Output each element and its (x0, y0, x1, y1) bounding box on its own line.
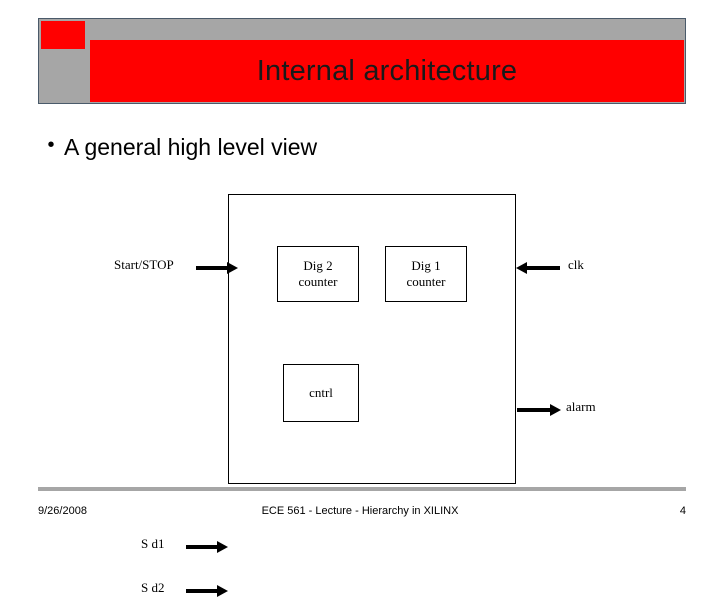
signal-label-s-d2: S d2 (141, 580, 165, 595)
block-dig2-line1: Dig 2 (303, 257, 333, 273)
footer-divider (38, 487, 686, 491)
slide-footer: 9/26/2008 ECE 561 - Lecture - Hierarchy … (0, 505, 720, 525)
title-banner: Internal architecture (38, 18, 686, 104)
block-dig2-counter: Dig 2 counter (277, 246, 359, 302)
block-cntrl: cntrl (283, 364, 359, 422)
architecture-diagram: Dig 2 counter Dig 1 counter cntrl Start/… (0, 180, 720, 597)
footer-date: 9/26/2008 (38, 505, 87, 517)
bullet-item-text: A general high level view (64, 134, 318, 160)
banner-red-bar (90, 40, 684, 102)
block-dig1-line1: Dig 1 (411, 257, 441, 273)
block-dig1-counter: Dig 1 counter (385, 246, 467, 302)
signal-label-s-d1: S d1 (141, 536, 165, 551)
signal-label-clk: clk (568, 257, 584, 272)
bullet-marker-icon: • (47, 134, 55, 156)
footer-page-number: 4 (679, 505, 686, 517)
system-boundary-box (228, 194, 516, 484)
block-dig1-line2: counter (406, 274, 446, 289)
block-dig2-line2: counter (298, 274, 338, 289)
block-cntrl-line1: cntrl (309, 384, 333, 400)
signal-label-alarm: alarm (566, 399, 596, 414)
page-title: Internal architecture (256, 54, 518, 87)
banner-red-accent (41, 21, 85, 49)
footer-course-text: ECE 561 - Lecture - Hierarchy in XILINX (261, 505, 459, 517)
bullet-list: • A general high level view (38, 132, 678, 163)
signal-label-start-stop: Start/STOP (114, 257, 174, 272)
